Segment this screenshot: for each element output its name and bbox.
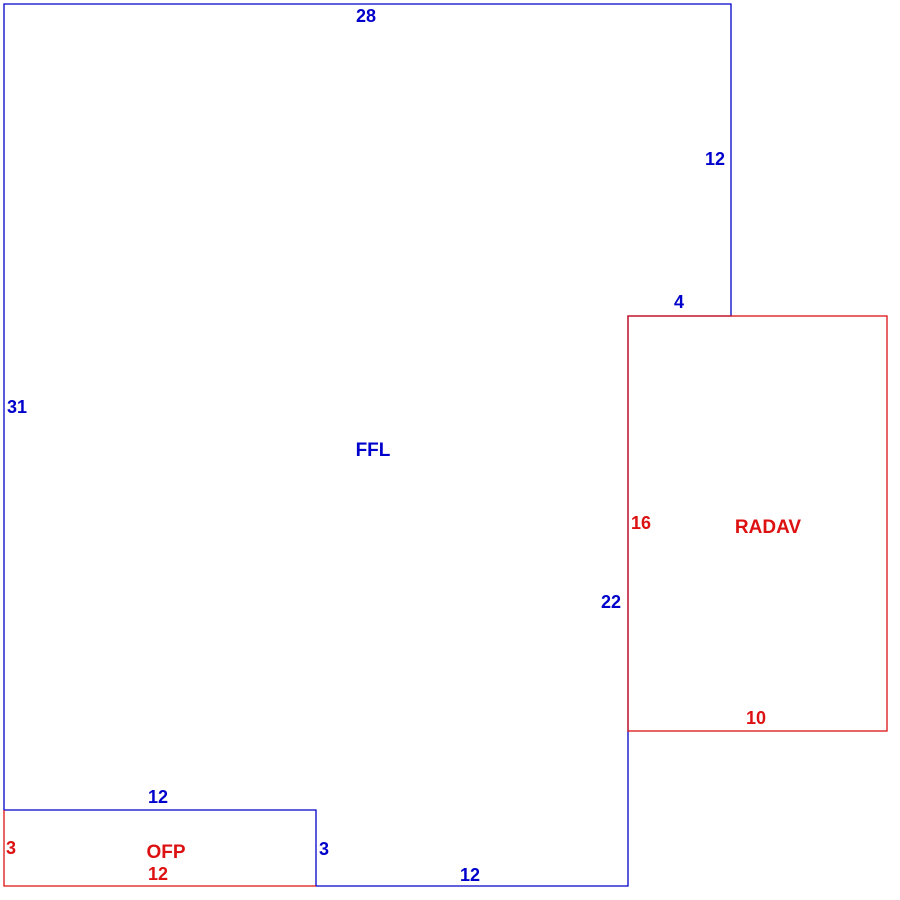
ffl-dim-notch-top: 12: [148, 787, 168, 807]
radav-area-label: RADAV: [735, 517, 801, 538]
radav-dim-side: 16: [631, 513, 651, 533]
ffl-dim-bottom: 12: [460, 865, 480, 885]
ffl-dim-notch-side: 3: [319, 839, 329, 859]
ffl-dim-left: 31: [7, 397, 27, 417]
ofp-outline: [3, 810, 316, 887]
ofp-area-label: OFP: [146, 842, 185, 863]
ffl-dim-right-upper: 12: [705, 149, 725, 169]
ffl-dim-right-lower: 22: [601, 592, 621, 612]
ffl-dim-top: 28: [356, 6, 376, 26]
ffl-dim-step: 4: [674, 292, 684, 312]
ofp-dim-bottom: 12: [148, 864, 168, 884]
radav-outline: [627, 315, 888, 732]
ffl-area-label: FFL: [356, 440, 391, 461]
ffl-outline: [3, 3, 732, 887]
radav-dim-bottom: 10: [746, 708, 766, 728]
ofp-dim-side: 3: [6, 838, 16, 858]
